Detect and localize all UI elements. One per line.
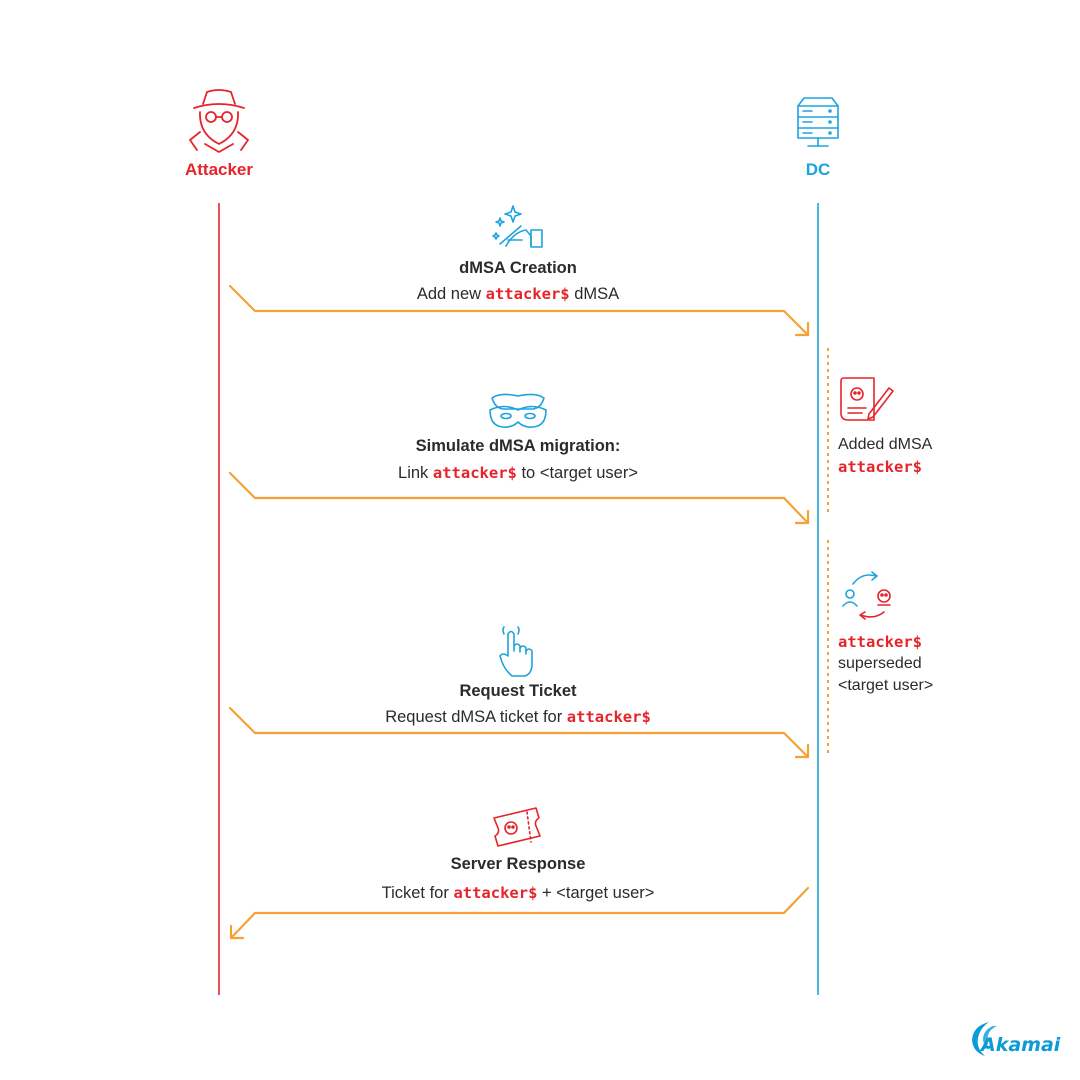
attacker-label: Attacker [184,160,254,179]
akamai-logo: Akamai [967,1016,1060,1060]
message-arrow-1 [228,284,810,337]
dc-note-1-text: Added dMSA [838,436,933,453]
step-1-title: dMSA Creation [459,259,577,277]
step-2-title: Simulate dMSA migration: [415,437,621,455]
dc-note-1: Added dMSA attacker$ [838,434,932,478]
step-4-title: Server Response [450,855,586,873]
step-3-description: Request dMSA ticket for attacker$ [385,708,651,726]
step-4-description: Ticket for attacker$ + <target user> [381,884,655,902]
message-arrow-2 [228,471,810,525]
dc-note-2-target: <target user> [838,677,934,694]
step-1-code: attacker$ [485,285,570,303]
dc-note-2: attacker$ superseded <target user> [838,631,933,697]
message-arrow-4 [229,886,810,940]
message-arrow-3 [228,706,810,759]
step-4-code: attacker$ [453,884,538,902]
step-2-code: attacker$ [432,464,517,482]
dc-label: DC [805,160,831,179]
dc-note-2-code: attacker$ [838,633,922,651]
dc-note-1-code: attacker$ [838,458,922,476]
akamai-logo-text: Akamai [981,1034,1061,1056]
step-1-description: Add new attacker$ dMSA [416,285,620,303]
step-3-code: attacker$ [566,708,651,726]
dc-note-2-text: superseded [838,655,922,672]
akamai-logo-icon [972,1022,997,1056]
step-2-description: Link attacker$ to <target user> [398,464,638,482]
step-3-title: Request Ticket [459,682,577,700]
